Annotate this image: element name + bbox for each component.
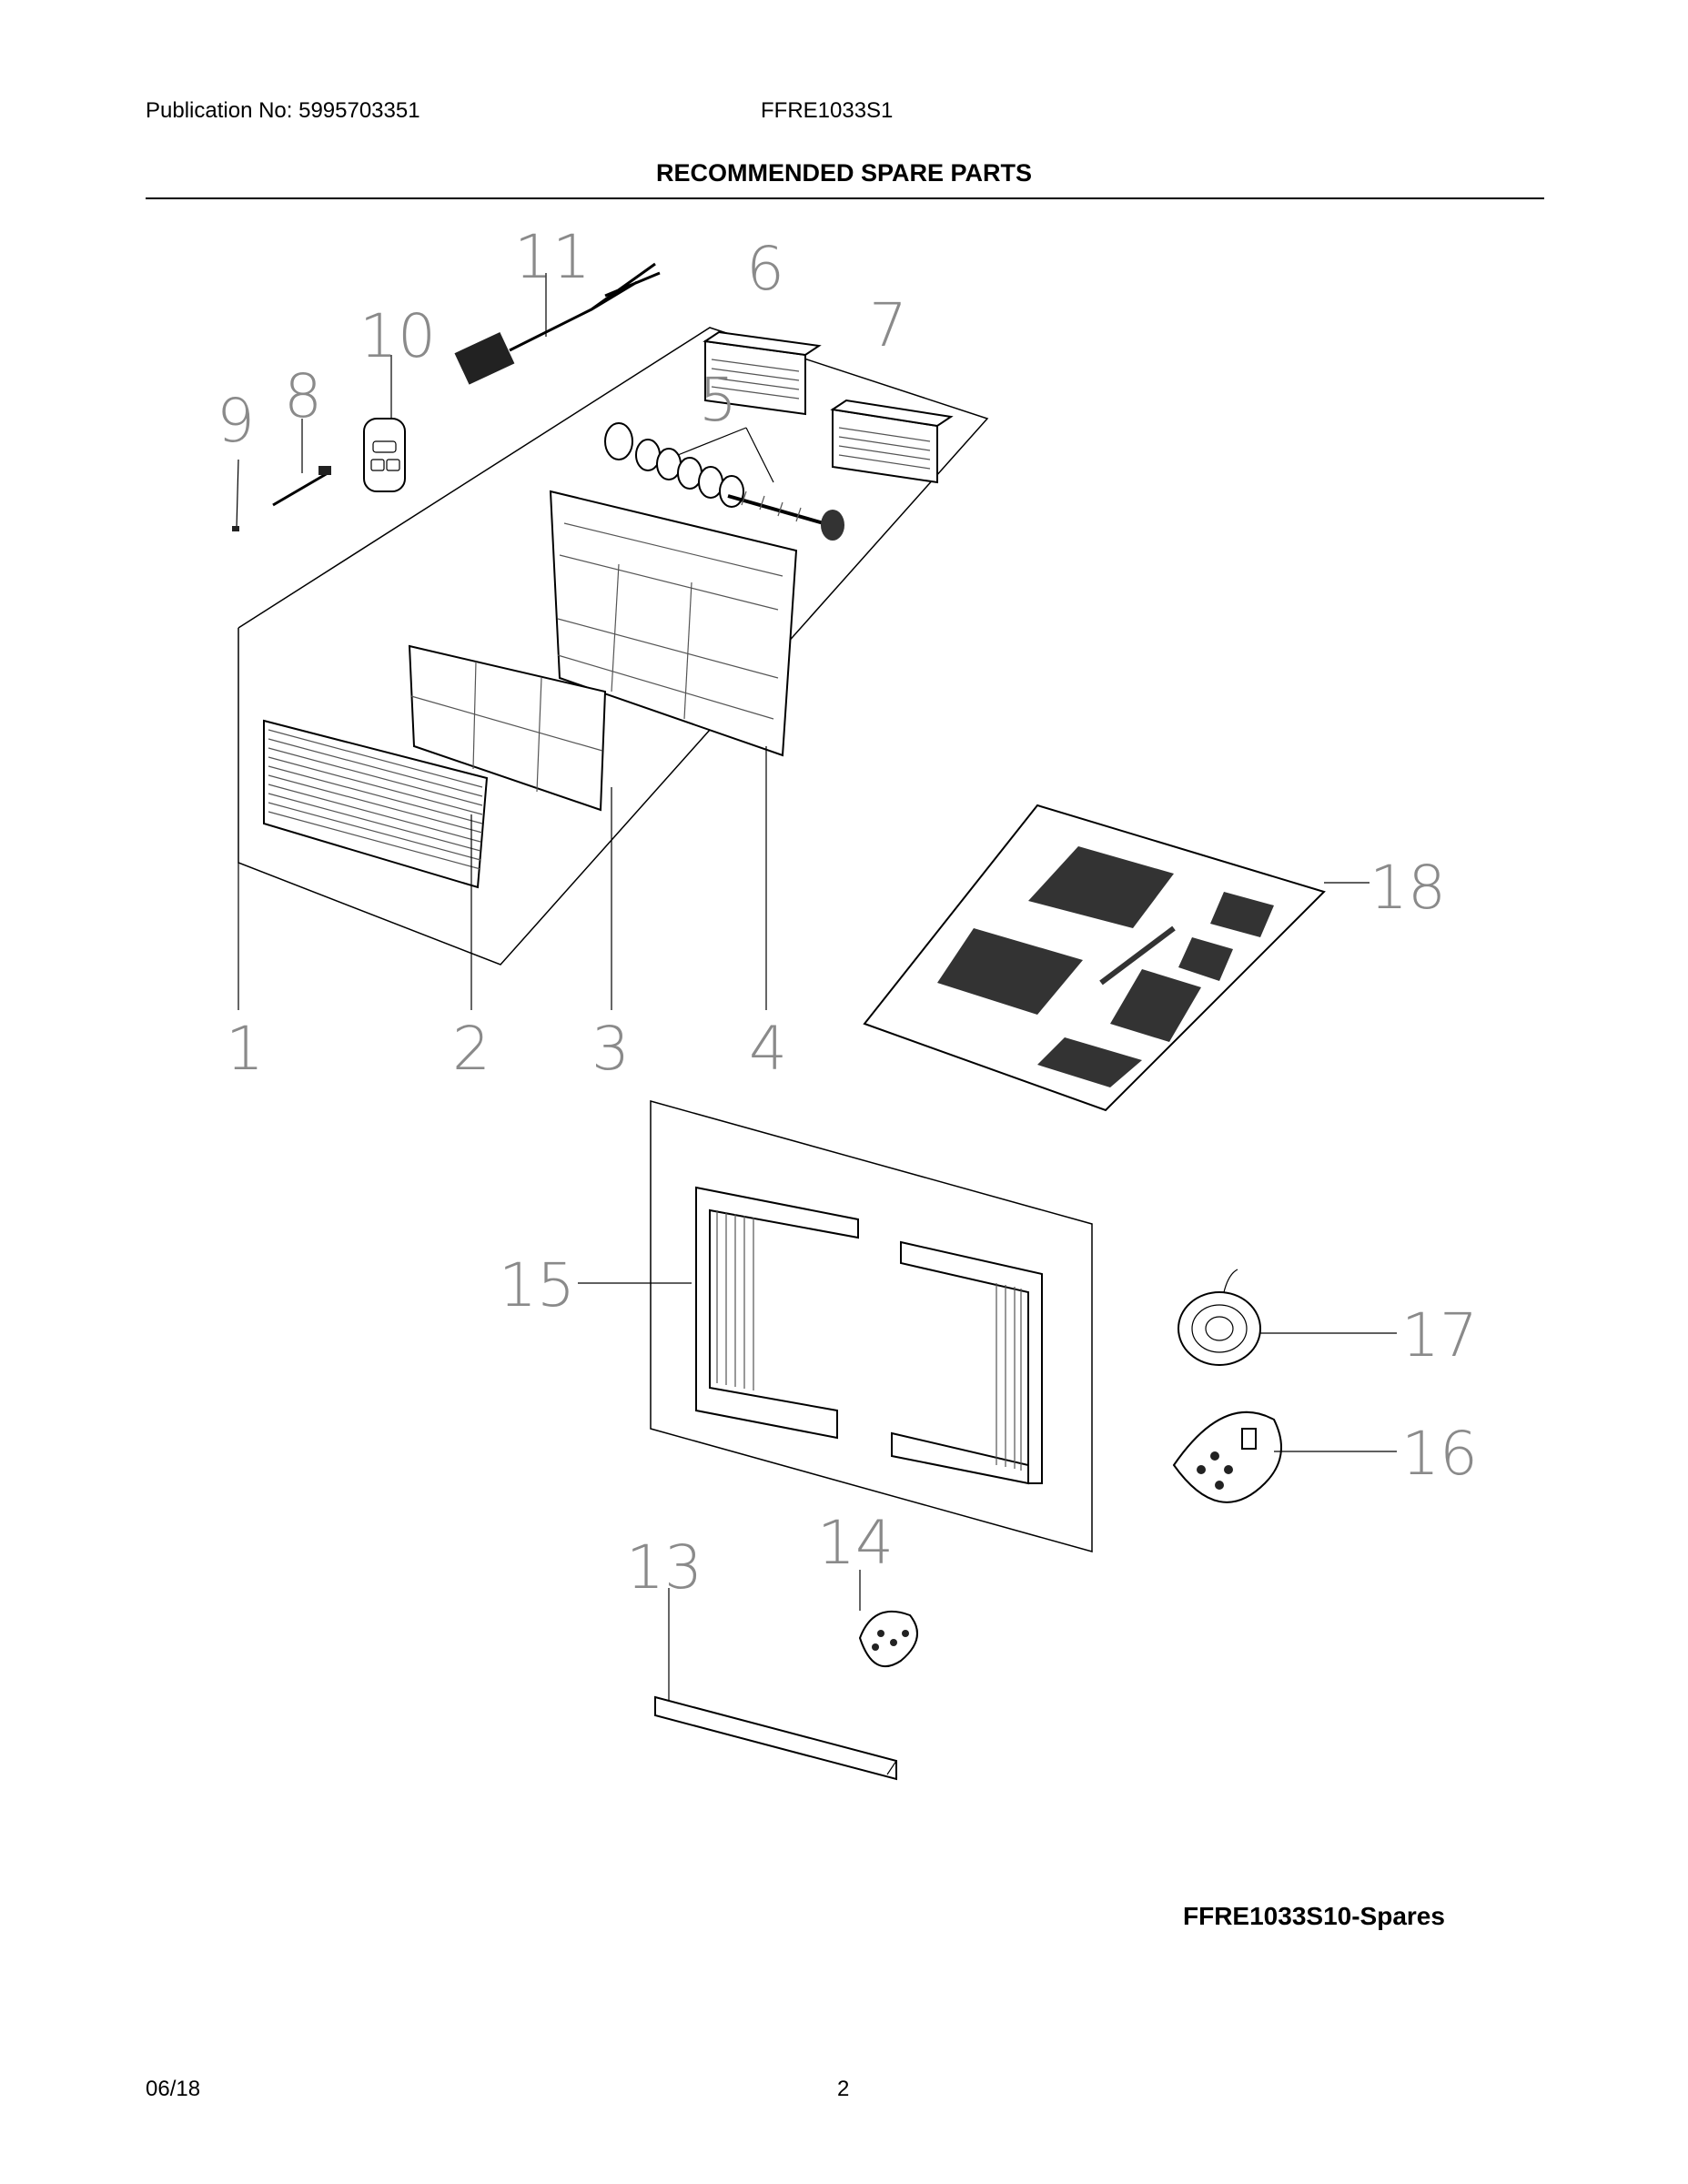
leader-lines-1-4 xyxy=(238,746,767,1010)
callout-10: 10 xyxy=(359,301,436,371)
page-title: RECOMMENDED SPARE PARTS xyxy=(655,159,1033,187)
callout-16: 16 xyxy=(1401,1419,1478,1489)
part-11-power-cord xyxy=(454,262,661,385)
footer-date: 06/18 xyxy=(146,2077,201,2101)
part-16-hardware-kit xyxy=(1172,1410,1397,1503)
callout-1: 1 xyxy=(226,1014,264,1084)
callout-2: 2 xyxy=(452,1014,490,1084)
part-5-louver-shaft xyxy=(604,422,844,541)
side-panel-box-outline xyxy=(650,1100,1093,1552)
part-15-side-panels xyxy=(578,1186,1043,1485)
part-13-sill-bracket xyxy=(654,1588,897,1781)
callout-7: 7 xyxy=(869,290,907,360)
header-rule xyxy=(146,197,1544,199)
callout-4: 4 xyxy=(749,1014,787,1084)
page-number: 2 xyxy=(837,2077,850,2101)
callout-numbers: 1 2 3 4 5 6 7 8 9 10 11 13 14 15 16 17 1… xyxy=(217,222,1478,1603)
callout-5: 5 xyxy=(699,365,737,435)
part-4-front-panel xyxy=(549,490,798,757)
callout-13: 13 xyxy=(626,1532,702,1603)
callout-6: 6 xyxy=(746,234,784,304)
part-8-sensor xyxy=(272,419,331,507)
callout-3: 3 xyxy=(591,1014,630,1084)
part-18-label-sheet xyxy=(863,804,1370,1112)
part-17-foam-seal xyxy=(1178,1269,1397,1366)
publication-number: Publication No: 5995703351 xyxy=(146,98,420,123)
part-14-screws-kit xyxy=(858,1570,918,1668)
model-number: FFRE1033S1 xyxy=(761,98,894,123)
callout-18: 18 xyxy=(1370,853,1446,923)
part-10-remote xyxy=(363,355,406,492)
callout-17: 17 xyxy=(1401,1300,1478,1370)
part-3-filter xyxy=(408,644,607,812)
part-7-louver xyxy=(830,399,954,484)
callout-15: 15 xyxy=(499,1250,575,1320)
callout-14: 14 xyxy=(817,1508,894,1578)
part-2-grille xyxy=(263,719,489,889)
diagram-caption: FFRE1033S10-Spares xyxy=(1183,1902,1445,1930)
part-6-louver xyxy=(702,330,822,416)
callout-9: 9 xyxy=(217,386,255,456)
callout-11: 11 xyxy=(514,222,591,292)
callout-8: 8 xyxy=(284,361,322,431)
part-9-screw xyxy=(232,459,239,531)
